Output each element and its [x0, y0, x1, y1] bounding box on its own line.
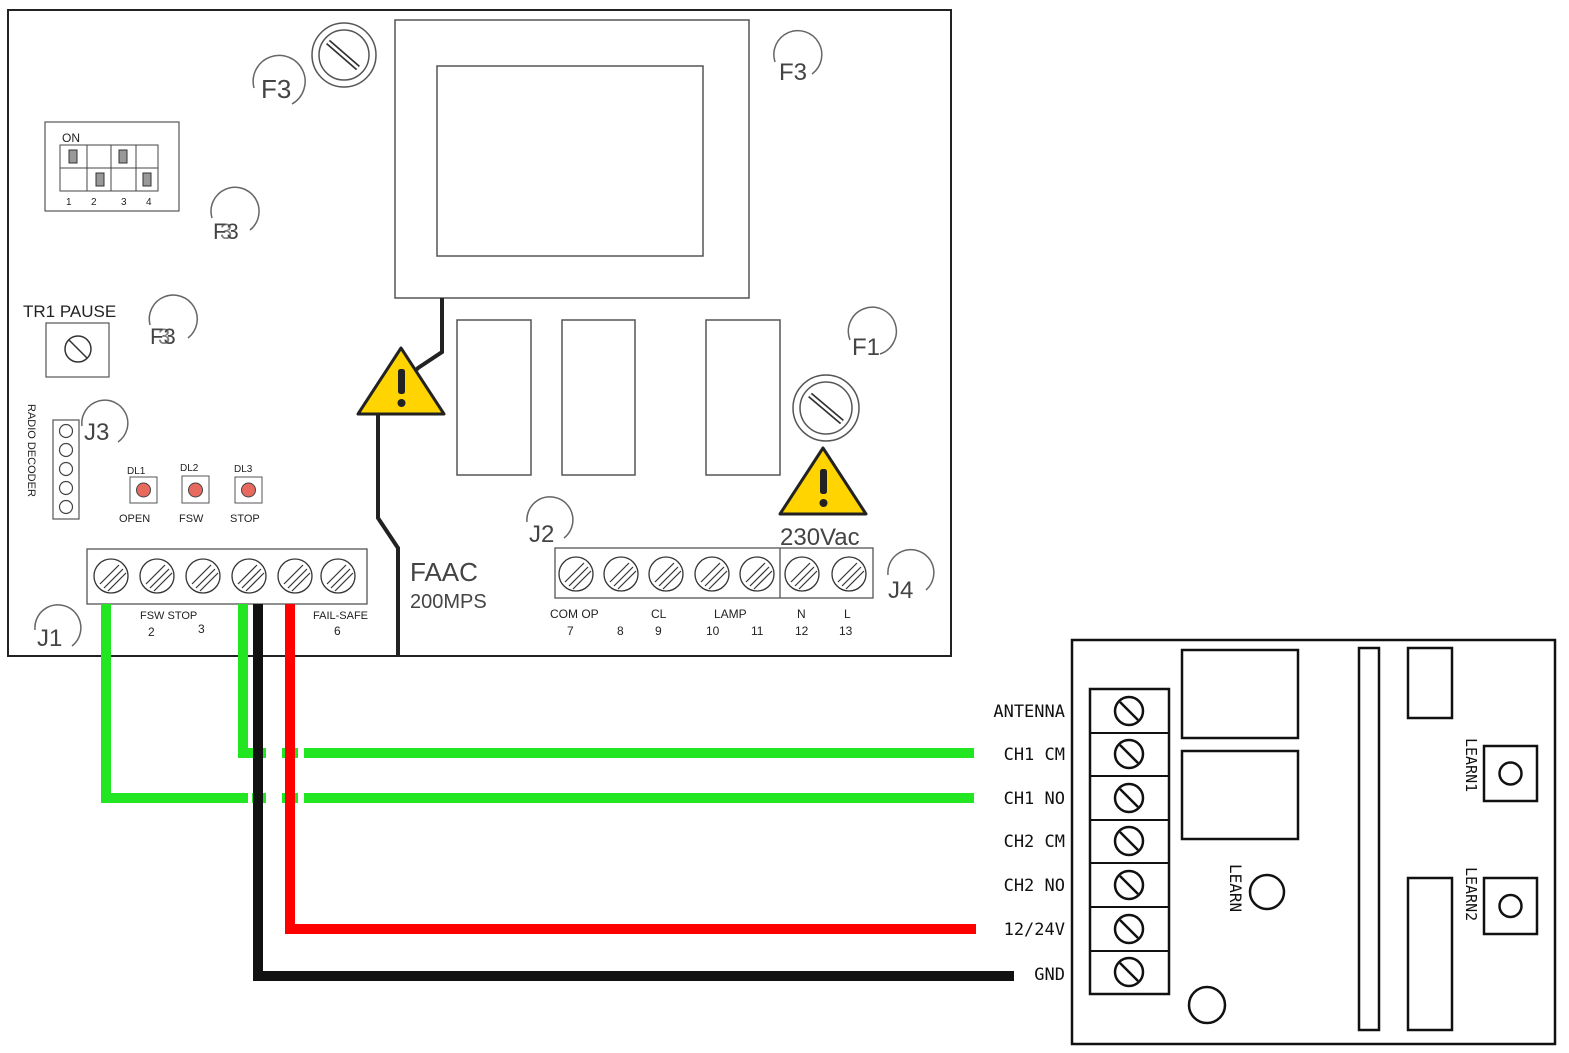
- svg-text:J4: J4: [888, 577, 913, 604]
- svg-text:12: 12: [795, 624, 809, 638]
- svg-text:3: 3: [121, 197, 127, 208]
- svg-text:1: 1: [66, 197, 72, 208]
- svg-text:6: 6: [334, 624, 341, 638]
- terminal-label-ch1-cm: CH1 CM: [1004, 745, 1065, 765]
- learn1-button: LEARN1: [1462, 738, 1539, 803]
- radio-decoder-connector: RADIO DECODER: [25, 404, 80, 520]
- label-f3-left: F3: [252, 54, 306, 105]
- label-j2: J2: [526, 496, 574, 548]
- terminal-label-ch1-no: CH1 NO: [1004, 789, 1065, 809]
- svg-text:8: 8: [617, 624, 624, 638]
- label-f1: F1: [847, 306, 898, 361]
- pin-header-strip: [1357, 646, 1381, 1032]
- svg-text:F3: F3: [261, 74, 291, 104]
- svg-text:LEARN2: LEARN2: [1462, 867, 1480, 921]
- label-j4: J4: [887, 548, 935, 604]
- transformer-core: [436, 65, 704, 257]
- terminal-label-antenna: ANTENNA: [993, 702, 1065, 722]
- svg-text:L: L: [844, 607, 851, 621]
- terminal-label-gnd: GND: [1034, 965, 1065, 985]
- svg-text:COM OP: COM OP: [550, 607, 599, 621]
- receiver-board: ANTENNA CH1 CM CH1 NO CH2 CM CH2 NO 12/2…: [993, 638, 1557, 1046]
- receiver-relay: [1180, 648, 1300, 740]
- dip-switch: ON 1 2 3 4: [44, 121, 180, 212]
- svg-text:4: 4: [146, 197, 152, 208]
- svg-text:LAMP: LAMP: [714, 607, 747, 621]
- relay: [705, 319, 781, 476]
- svg-text:FSW: FSW: [179, 513, 204, 525]
- receiver-relay: [1180, 749, 1300, 841]
- svg-text:3: 3: [220, 219, 232, 244]
- svg-text:9: 9: [655, 624, 662, 638]
- svg-text:2: 2: [91, 197, 97, 208]
- label-overlap-a: F3 3: [210, 186, 260, 244]
- learn-button: LEARN: [1226, 864, 1286, 912]
- wire-12-24v: [285, 604, 976, 934]
- relay: [561, 319, 636, 476]
- terminal-label-ch2-no: CH2 NO: [1004, 876, 1065, 896]
- wire-ch1-cm: [238, 604, 974, 758]
- svg-text:STOP: STOP: [230, 513, 260, 525]
- wiring: [101, 604, 1014, 981]
- svg-text:F3: F3: [779, 59, 807, 86]
- learn2-button: LEARN2: [1462, 867, 1539, 936]
- svg-text:DL3: DL3: [234, 464, 253, 475]
- pause-trimmer: TR1 PAUSE: [23, 302, 116, 378]
- svg-text:OPEN: OPEN: [119, 513, 150, 525]
- svg-text:F1: F1: [852, 334, 880, 361]
- brand-label: FAAC: [410, 557, 478, 587]
- model-label: 200MPS: [410, 591, 487, 613]
- wire-ch1-no: [101, 604, 974, 803]
- relay: [456, 319, 532, 476]
- svg-text:3: 3: [158, 324, 170, 349]
- svg-text:3: 3: [198, 622, 205, 636]
- svg-text:N: N: [797, 607, 806, 621]
- warning-icon: [778, 446, 868, 516]
- svg-text:J3: J3: [84, 419, 109, 446]
- terminal-label-12-24v: 12/24V: [1004, 920, 1065, 940]
- label-j1: J1: [34, 604, 82, 652]
- receiver-terminal-block: [1088, 687, 1171, 996]
- svg-text:CL: CL: [651, 607, 667, 621]
- svg-text:J1: J1: [37, 625, 62, 652]
- svg-text:13: 13: [839, 624, 853, 638]
- fuse-f1: [792, 374, 860, 442]
- svg-text:DL1: DL1: [127, 466, 146, 477]
- svg-text:J2: J2: [529, 521, 554, 548]
- j2-j4-terminal-block: COM OP 7 8 CL 9 LAMP 10 11 N 12 L 13: [550, 547, 874, 638]
- svg-text:LEARN: LEARN: [1226, 864, 1245, 912]
- component: [1406, 876, 1454, 1032]
- led-dl1: DL1 OPEN: [119, 466, 158, 525]
- j1-terminal-block: FSW STOP 2 3 FAIL-SAFE 6: [86, 548, 368, 639]
- svg-text:TR1 PAUSE: TR1 PAUSE: [23, 302, 116, 321]
- voltage-label: 230Vac: [780, 524, 860, 551]
- terminal-label-ch2-cm: CH2 CM: [1004, 832, 1065, 852]
- label-f3-right: F3: [773, 29, 823, 86]
- svg-text:ON: ON: [62, 131, 80, 145]
- led-dl2: DL2 FSW: [179, 463, 210, 525]
- component: [1406, 646, 1454, 720]
- svg-text:F3: F3: [213, 219, 239, 244]
- svg-text:FAIL-SAFE: FAIL-SAFE: [313, 610, 368, 622]
- label-j3: J3: [81, 399, 129, 446]
- svg-text:F3: F3: [150, 324, 176, 349]
- svg-text:FSW STOP: FSW STOP: [140, 610, 197, 622]
- svg-text:DL2: DL2: [180, 463, 199, 474]
- controller-board: F3 F3 F1 F3 3 F3 3 J3 J2 J4: [7, 9, 952, 657]
- svg-text:LEARN1: LEARN1: [1462, 738, 1480, 792]
- warning-icon: [356, 346, 446, 416]
- svg-text:10: 10: [706, 624, 720, 638]
- mounting-hole: [1187, 985, 1227, 1025]
- label-overlap-b: F3 3: [148, 294, 198, 349]
- svg-text:7: 7: [567, 624, 574, 638]
- wire-gnd: [253, 604, 1014, 981]
- svg-text:11: 11: [751, 624, 764, 638]
- svg-text:RADIO DECODER: RADIO DECODER: [25, 404, 37, 497]
- svg-text:2: 2: [148, 625, 155, 639]
- led-dl3: DL3 STOP: [230, 464, 263, 525]
- fuse-f3: [311, 22, 377, 88]
